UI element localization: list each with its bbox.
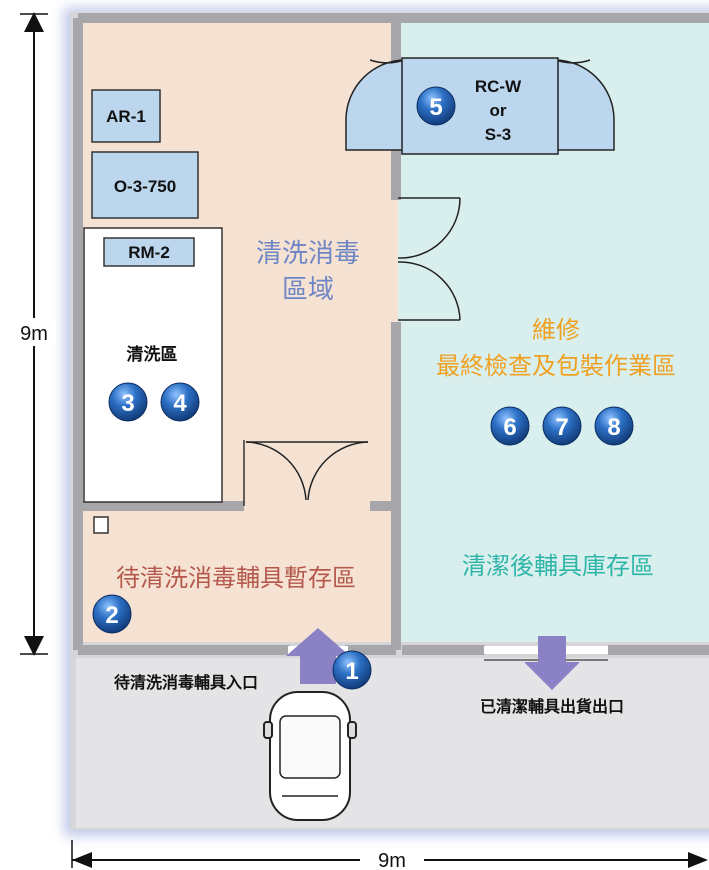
dim-arrow-up-icon [24, 12, 44, 32]
vehicle-icon [263, 691, 357, 821]
zone-staging: 待清洗消毒輔具暫存區 [116, 565, 356, 592]
zone-disinfection-line2: 區域 [282, 274, 334, 304]
label-or: or [490, 101, 507, 120]
marker-1: 1 [332, 650, 372, 690]
marker-4: 4 [160, 382, 200, 422]
svg-text:1: 1 [345, 658, 358, 685]
zone-repair-line2: 最終檢查及包裝作業區 [436, 353, 676, 380]
label-rcw: RC-W [475, 77, 522, 96]
double-door-bottom [245, 441, 369, 501]
svg-text:5: 5 [429, 94, 442, 121]
marker-5: 5 [416, 86, 456, 126]
zone-repair-line1: 維修 [532, 317, 580, 344]
dim-arrow-right-icon [688, 852, 708, 868]
down-arrow-icon [524, 636, 580, 690]
entrance-label: 待清洗消毒輔具入口 [114, 673, 258, 692]
marker-2: 2 [92, 594, 132, 634]
ar1-box [91, 89, 161, 143]
svg-text:6: 6 [503, 414, 516, 441]
svg-text:4: 4 [173, 390, 187, 417]
svg-text:3: 3 [121, 390, 134, 417]
washing-room [83, 227, 223, 503]
rm2-box [103, 237, 195, 267]
vertical-dimension-label: 9m [20, 323, 48, 345]
dim-arrow-down-icon [24, 636, 44, 656]
rcw-machine [345, 57, 615, 155]
dim-arrow-left-icon [72, 852, 92, 868]
checkbox-icon [93, 516, 109, 534]
marker-7: 7 [542, 406, 582, 446]
svg-text:2: 2 [105, 602, 118, 629]
loading-zone [76, 658, 709, 828]
label-s3: S-3 [485, 125, 511, 144]
zone-disinfection-line1: 清洗消毒 [256, 238, 360, 268]
zone-washing: 清洗區 [127, 344, 178, 364]
svg-text:8: 8 [607, 414, 620, 441]
label-o3750: O-3-750 [114, 177, 176, 196]
exit-label: 已清潔輔具出貨出口 [480, 697, 624, 716]
marker-8: 8 [594, 406, 634, 446]
zone-clean-storage: 清潔後輔具庫存區 [462, 553, 654, 580]
horizontal-dimension-label: 9m [378, 850, 406, 870]
marker-3: 3 [108, 382, 148, 422]
marker-6: 6 [490, 406, 530, 446]
svg-text:7: 7 [555, 414, 568, 441]
double-door-right [397, 197, 461, 321]
label-rm2: RM-2 [128, 243, 170, 262]
o3750-box [91, 151, 199, 219]
label-ar1: AR-1 [106, 107, 146, 126]
